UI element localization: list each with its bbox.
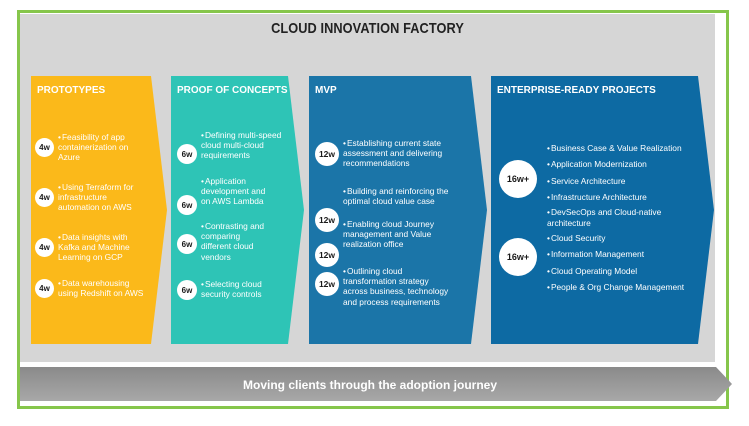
duration-badge: 12w [315, 142, 339, 166]
duration-badge: 6w [177, 280, 197, 300]
item-text: Data warehousing using Redshift on AWS [54, 278, 143, 298]
stage-item: 4w Using Terraform for infrastructure au… [35, 182, 133, 213]
list-item: Cloud Security [543, 232, 684, 244]
duration-badge: 6w [177, 234, 197, 254]
stage-item: 4w Data warehousing using Redshift on AW… [35, 278, 143, 298]
item-text: Application development and on AWS Lambd… [197, 176, 265, 207]
list-item: Infrastructure Architecture [543, 191, 684, 203]
duration-badge: 4w [35, 279, 54, 298]
stage-item: 6w Selecting cloud security controls [177, 279, 262, 300]
item-text: Establishing current state assessment an… [339, 138, 442, 169]
stage-item: 12w Enabling cloud Journey management an… [315, 219, 434, 267]
enterprise-item-list: Business Case & Value Realization Applic… [543, 142, 684, 293]
duration-badge: 12w [315, 272, 339, 296]
stage-heading: PROTOTYPES [37, 85, 106, 96]
stage-mvp: MVP 12w Establishing current state asses… [309, 76, 487, 344]
stage-item: 12w Building and reinforcing the optimal… [315, 186, 448, 232]
item-text: Using Terraform for infrastructure autom… [54, 182, 133, 213]
journey-caption: Moving clients through the adoption jour… [243, 378, 497, 392]
duration-badge: 12w [315, 208, 339, 232]
list-item: Business Case & Value Realization [543, 142, 684, 154]
duration-badge: 4w [35, 138, 54, 157]
item-text: Contrasting and comparing different clou… [197, 221, 264, 262]
item-text: Selecting cloud security controls [197, 279, 262, 299]
item-text: Building and reinforcing the optimal clo… [339, 186, 448, 206]
stage-item: 6w Defining multi-speed cloud multi-clou… [177, 130, 281, 164]
stage-item: 4w Feasibility of app containerization o… [35, 132, 128, 163]
list-item: Cloud Operating Model [543, 265, 684, 277]
duration-badge: 12w [315, 243, 339, 267]
stage-item: 6w Application development and on AWS La… [177, 176, 265, 215]
item-text: Defining multi-speed cloud multi-cloud r… [197, 130, 281, 161]
stage-item: 6w Contrasting and comparing different c… [177, 221, 264, 262]
stage-heading: ENTERPRISE-READY PROJECTS [497, 85, 656, 96]
item-text: Feasibility of app containerization on A… [54, 132, 128, 163]
duration-badge: 4w [35, 188, 54, 207]
item-text: Outlining cloud transformation strategy … [339, 266, 448, 307]
journey-arrow [20, 367, 732, 401]
stage-heading: MVP [315, 85, 337, 96]
diagram-title: CLOUD INNOVATION FACTORY [271, 20, 464, 37]
stage-proof-of-concepts: PROOF OF CONCEPTS 6w Defining multi-spee… [171, 76, 304, 344]
stage-item: 12w Outlining cloud transformation strat… [315, 266, 448, 307]
list-item: People & Org Change Management [543, 281, 684, 293]
duration-badge: 16w+ [499, 238, 537, 276]
stage-item: 12w Establishing current state assessmen… [315, 138, 442, 169]
stage-item: 4w Data insights with Kafka and Machine … [35, 232, 130, 263]
stage-prototypes: PROTOTYPES 4w Feasibility of app contain… [31, 76, 167, 344]
stage-enterprise-ready-projects: ENTERPRISE-READY PROJECTS 16w+ 16w+ Busi… [491, 76, 714, 344]
list-item: Information Management [543, 248, 684, 260]
stage-heading: PROOF OF CONCEPTS [177, 85, 288, 96]
item-text: Data insights with Kafka and Machine Lea… [54, 232, 130, 263]
list-item: Application Modernization [543, 158, 684, 170]
list-item: Service Architecture [543, 175, 684, 187]
duration-badge: 16w+ [499, 160, 537, 198]
duration-badge: 6w [177, 195, 197, 215]
item-text: Enabling cloud Journey management and Va… [339, 219, 434, 250]
list-item: DevSecOps and Cloud-native architecture [543, 207, 684, 228]
duration-badge: 4w [35, 238, 54, 257]
duration-badge: 6w [177, 144, 197, 164]
